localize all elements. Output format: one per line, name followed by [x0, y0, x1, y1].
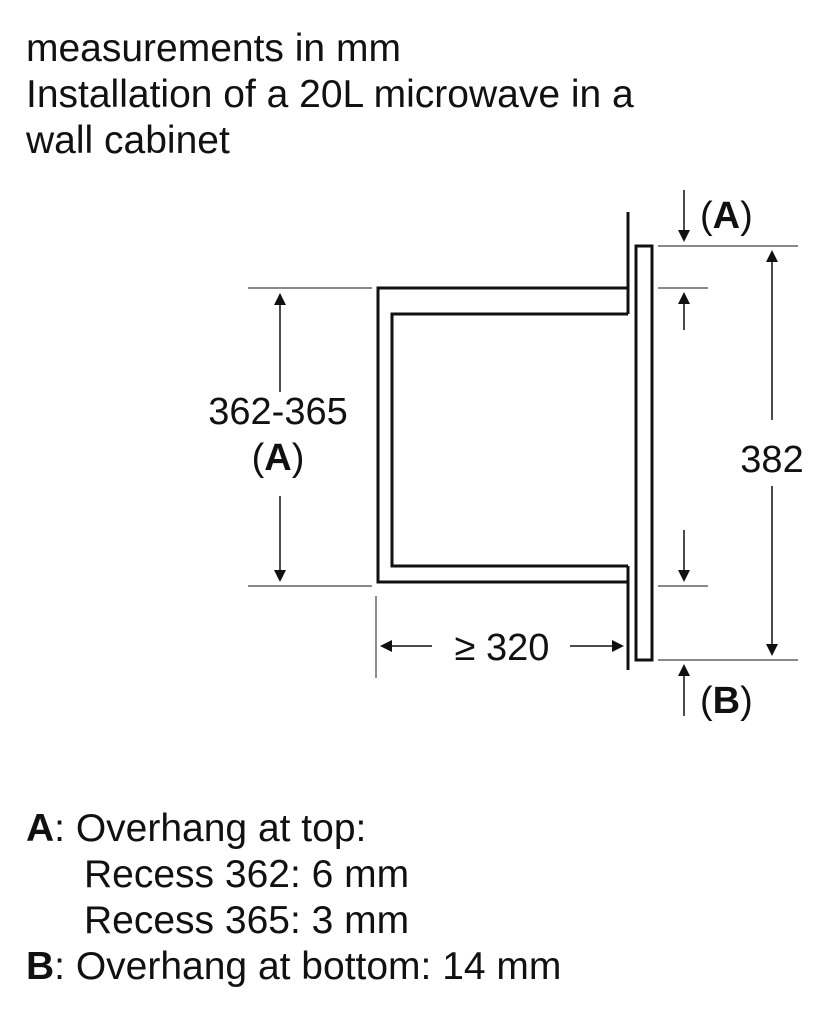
top-overhang-label: (A)	[700, 195, 753, 237]
title-units: measurements in mm	[26, 27, 401, 70]
page-title: measurements in mm Installation of a 20L…	[26, 26, 816, 164]
cabinet-outline	[376, 212, 654, 670]
bottom-overhang-label: (B)	[700, 680, 753, 722]
legend-key-a: A	[26, 807, 55, 850]
cabinet-inner-edge	[390, 312, 628, 568]
bottom-overhang-marker: (B)	[678, 664, 753, 722]
left-dimension-ref: (A)	[252, 437, 305, 479]
legend-key-b: B	[26, 945, 55, 988]
left-height-dimension: 362-365 (A)	[208, 293, 348, 582]
legend-text-a: : Overhang at top:	[54, 807, 367, 850]
legend-recess-365: Recess 365: 3 mm	[84, 899, 410, 942]
legend-row-b: B: Overhang at bottom: 14 mm	[26, 944, 816, 990]
top-overhang-marker: (A)	[678, 190, 753, 242]
left-dimension-value: 362-365	[208, 391, 347, 433]
cabinet-outer-edge	[376, 286, 628, 584]
right-height-dimension: 382	[740, 250, 804, 656]
title-description-1: Installation of a 20L microwave in a	[26, 73, 634, 116]
depth-dimension-value: ≥ 320	[455, 627, 550, 669]
microwave-front-panel	[634, 244, 654, 662]
extension-lines	[248, 245, 798, 678]
legend-recess-362: Recess 362: 6 mm	[84, 853, 410, 896]
right-dimension-value: 382	[740, 439, 803, 481]
legend-text-b: : Overhang at bottom: 14 mm	[54, 945, 562, 988]
legend-row-a: A: Overhang at top:	[26, 806, 816, 852]
legend: A: Overhang at top: Recess 362: 6 mm Rec…	[26, 806, 816, 990]
depth-dimension: ≥ 320	[380, 627, 624, 669]
title-description-2: wall cabinet	[26, 119, 230, 162]
